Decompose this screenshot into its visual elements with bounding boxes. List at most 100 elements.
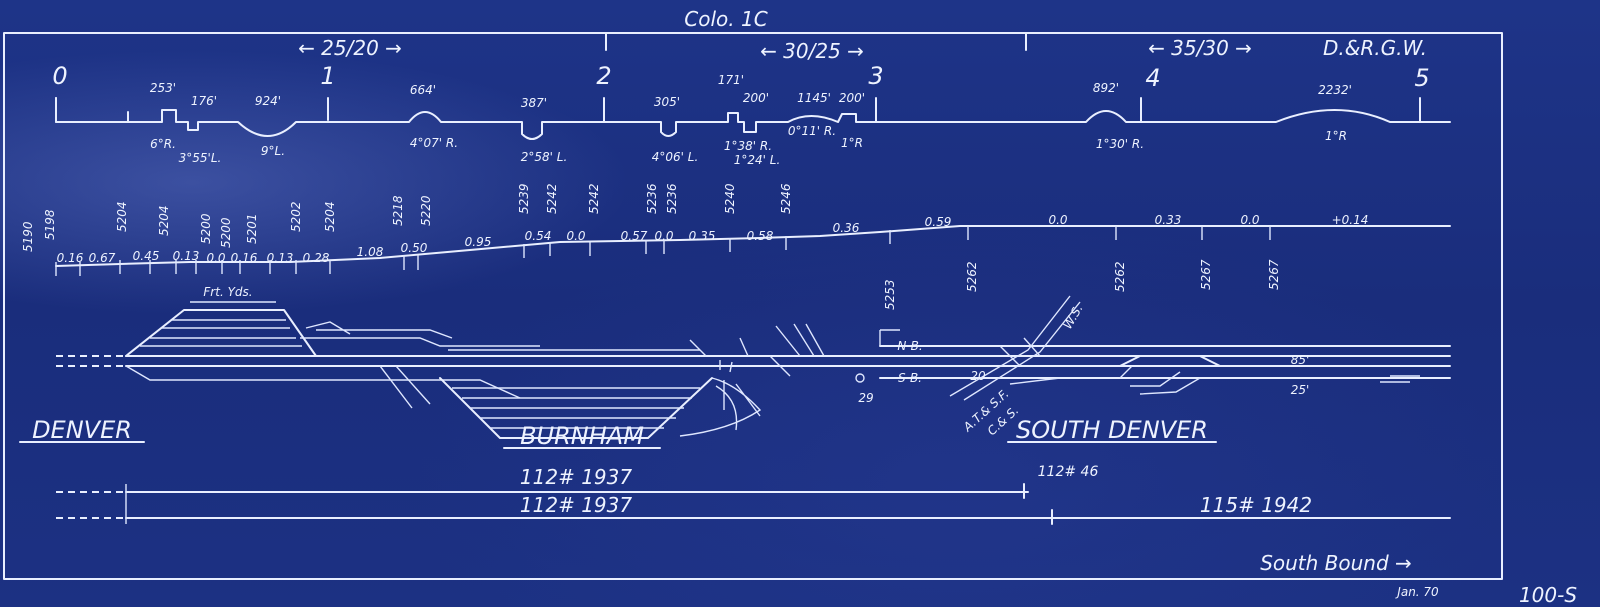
curve-degree: 1°R — [1325, 129, 1347, 143]
elevation-label: 5202 — [289, 201, 303, 232]
track-diagram — [56, 295, 1451, 439]
curve-length: 176' — [191, 94, 217, 108]
elevation-label: 5236 — [645, 183, 659, 214]
grade-value: 1.08 — [357, 245, 384, 259]
alignment-line — [55, 97, 1451, 140]
milepost-0: 0 — [52, 62, 67, 90]
elevation-label: 5242 — [587, 183, 601, 214]
curve-length: 1145' — [797, 91, 831, 105]
milepost-1: 1 — [320, 62, 335, 90]
date-label: Jan. 70 — [1395, 585, 1439, 599]
grade-value: 0.16 — [57, 251, 84, 265]
ws-label: W.S. — [1060, 302, 1085, 332]
grade-value: 0.35 — [689, 229, 716, 243]
curve-degree: 0°11' R. — [788, 124, 836, 138]
elevation-label: 5204 — [115, 201, 129, 232]
grade-value: 0.59 — [925, 215, 952, 229]
freight-yards-label: Frt. Yds. — [203, 285, 252, 299]
grade-value: 0.0 — [206, 251, 225, 265]
elevation-label: 5236 — [665, 183, 679, 214]
elevation-label: 5190 — [21, 221, 35, 252]
northbound-label: N-B. — [897, 339, 922, 353]
milepost-4: 4 — [1145, 64, 1160, 92]
number-29-label: 29 — [858, 391, 873, 405]
direction-label: South Bound → — [1260, 551, 1412, 575]
grade-value: 0.95 — [465, 235, 492, 249]
railroad-name: D.&R.G.W. — [1323, 36, 1427, 60]
elevation-label: 5262 — [1113, 261, 1127, 292]
curve-degree: 1°38' R. — [724, 139, 772, 153]
grade-value: 0.50 — [401, 241, 428, 255]
curve-degree: 9°L. — [261, 144, 285, 158]
grade-value: 0.45 — [133, 249, 160, 263]
curve-degree: 2°58' L. — [521, 150, 568, 164]
curve-length: 2232' — [1318, 83, 1352, 97]
elevation-label: 5267 — [1267, 259, 1281, 290]
station-south-denver: SOUTH DENVER — [1016, 416, 1208, 444]
number-20-label: 20 — [970, 369, 986, 383]
profile-ticks — [55, 226, 1271, 276]
elevation-label: 5267 — [1199, 259, 1213, 290]
grade-values: 0.16 0.67 0.45 0.13 0.0 0.16 0.13 0.28 1… — [57, 213, 1369, 265]
station-denver: DENVER — [32, 416, 132, 444]
elevation-label: 5239 — [517, 183, 531, 214]
curve-degree: 6°R. — [150, 137, 176, 151]
grade-range-2: ← 30/25 → — [760, 39, 864, 63]
grade-value: +0.14 — [1332, 213, 1369, 227]
curve-degree: 4°07' R. — [410, 136, 458, 150]
grade-value: 0.67 — [89, 251, 116, 265]
grade-value: 0.57 — [621, 229, 648, 243]
grade-value: 0.0 — [654, 229, 673, 243]
rail-weight: 112# 46 — [1038, 464, 1099, 480]
curve-length: 200' — [839, 91, 865, 105]
curve-length: 892' — [1093, 81, 1119, 95]
elevation-label: 5200 — [219, 217, 233, 248]
sheet-title: Colo. 1C — [684, 7, 767, 31]
elevations-lower: 5253 5262 5262 5267 5267 — [883, 259, 1281, 310]
curve-length: 924' — [255, 94, 281, 108]
curve-degree: 1°24' L. — [734, 153, 781, 167]
curve-length: 305' — [654, 95, 680, 109]
elevation-label: 5253 — [883, 279, 897, 310]
grade-value: 0.13 — [173, 249, 200, 263]
siding-85-label: 85' — [1291, 353, 1310, 367]
grade-value: 0.36 — [833, 221, 860, 235]
milepost-2: 2 — [596, 62, 611, 90]
grade-value: 0.54 — [525, 229, 552, 243]
milepost-3: 3 — [868, 62, 883, 90]
curve-length: 200' — [743, 91, 769, 105]
curve-length: 664' — [410, 83, 436, 97]
rail-weight: 112# 1937 — [520, 493, 632, 517]
elevation-label: 5204 — [157, 205, 171, 236]
elevation-label: 5204 — [323, 201, 337, 232]
profile-line — [55, 225, 1451, 267]
curve-length: 171' — [718, 73, 744, 87]
grade-value: 0.28 — [303, 251, 330, 265]
grade-value: 0.33 — [1155, 213, 1182, 227]
sheet-number: 100-S — [1519, 583, 1577, 607]
elevation-label: 5218 — [391, 195, 405, 226]
curve-degree: 3°55'L. — [179, 151, 222, 165]
elevation-label: 5240 — [723, 183, 737, 214]
milepost-5: 5 — [1414, 64, 1429, 92]
elevation-label: 5200 — [199, 213, 213, 244]
grade-value: 0.58 — [747, 229, 774, 243]
sheet-border — [3, 32, 1503, 580]
curve-length: 387' — [521, 96, 547, 110]
grade-value: 0.13 — [267, 251, 294, 265]
curve-degree: 1°30' R. — [1096, 137, 1144, 151]
curve-degree: 4°06' L. — [652, 150, 699, 164]
grade-range-1: ← 25/20 → — [298, 36, 402, 60]
grade-value: 0.0 — [1048, 213, 1067, 227]
curve-length: 253' — [150, 81, 176, 95]
grade-value: 0.16 — [231, 251, 258, 265]
elevation-label: 5242 — [545, 183, 559, 214]
elevation-label: 5198 — [43, 209, 57, 240]
elevation-label: 5246 — [779, 183, 793, 214]
elevation-label: 5201 — [245, 213, 259, 244]
grade-value: 0.0 — [566, 229, 585, 243]
elevation-label: 5262 — [965, 261, 979, 292]
elevations-upper: 5190 5198 5204 5204 5200 5200 5201 5202 … — [21, 183, 793, 252]
